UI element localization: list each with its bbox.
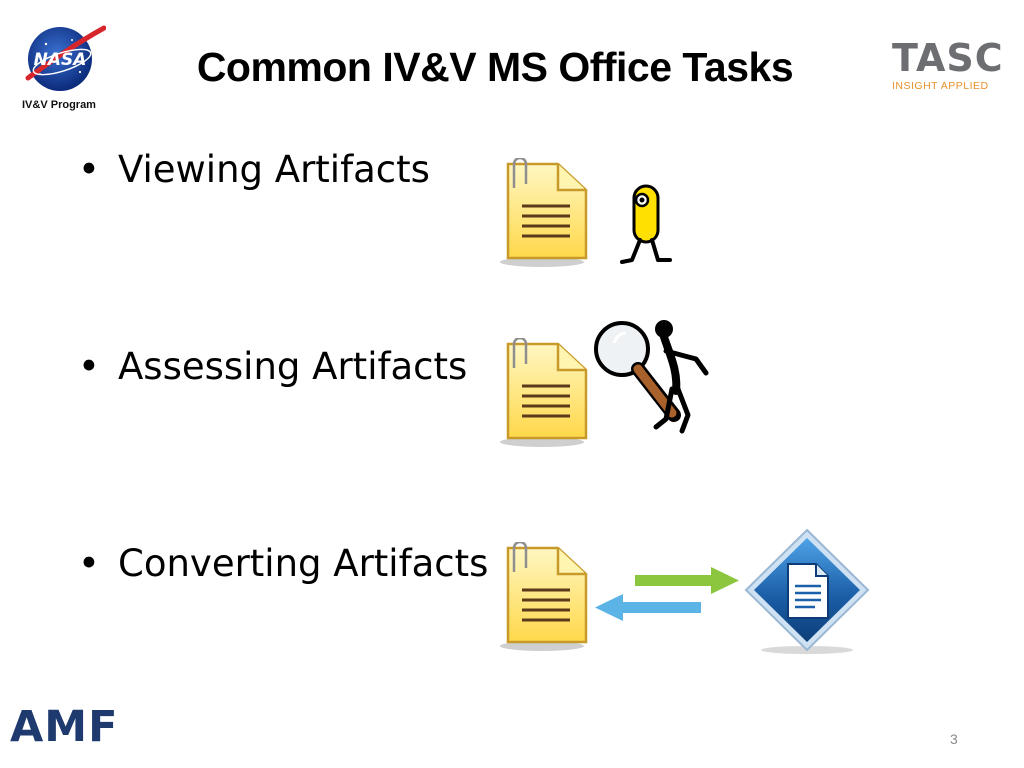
bullet-converting: • Converting Artifacts [78, 542, 488, 585]
bidirectional-arrows-icon [595, 567, 739, 621]
bullet-label: Viewing Artifacts [118, 148, 430, 191]
page-number: 3 [950, 731, 958, 747]
blue-diamond-document-icon [744, 528, 870, 654]
slide-title: Common IV&V MS Office Tasks [196, 44, 794, 90]
document-icon [500, 158, 588, 267]
bullet-marker: • [78, 148, 100, 191]
tasc-logo-word: TASC [892, 36, 1004, 80]
svg-text:NASA: NASA [34, 50, 87, 70]
tasc-tagline: INSIGHT APPLIED [892, 80, 989, 92]
bullet-assessing: • Assessing Artifacts [78, 345, 467, 388]
bullet-marker: • [78, 345, 100, 388]
bullet-label: Assessing Artifacts [118, 345, 468, 388]
walking-figure-icon [620, 184, 672, 264]
nasa-caption: IV&V Program [22, 99, 96, 111]
bullet-viewing: • Viewing Artifacts [78, 148, 430, 191]
bullet-label: Converting Artifacts [118, 542, 489, 585]
document-icon [500, 542, 588, 651]
magnifying-glass-figure-icon [594, 320, 709, 434]
amf-brand: AMF [10, 702, 119, 752]
bullet-marker: • [78, 542, 100, 585]
tasc-logo: TASC INSIGHT APPLIED [892, 38, 1008, 98]
nasa-logo: NASA [25, 25, 106, 91]
document-icon [500, 338, 588, 447]
